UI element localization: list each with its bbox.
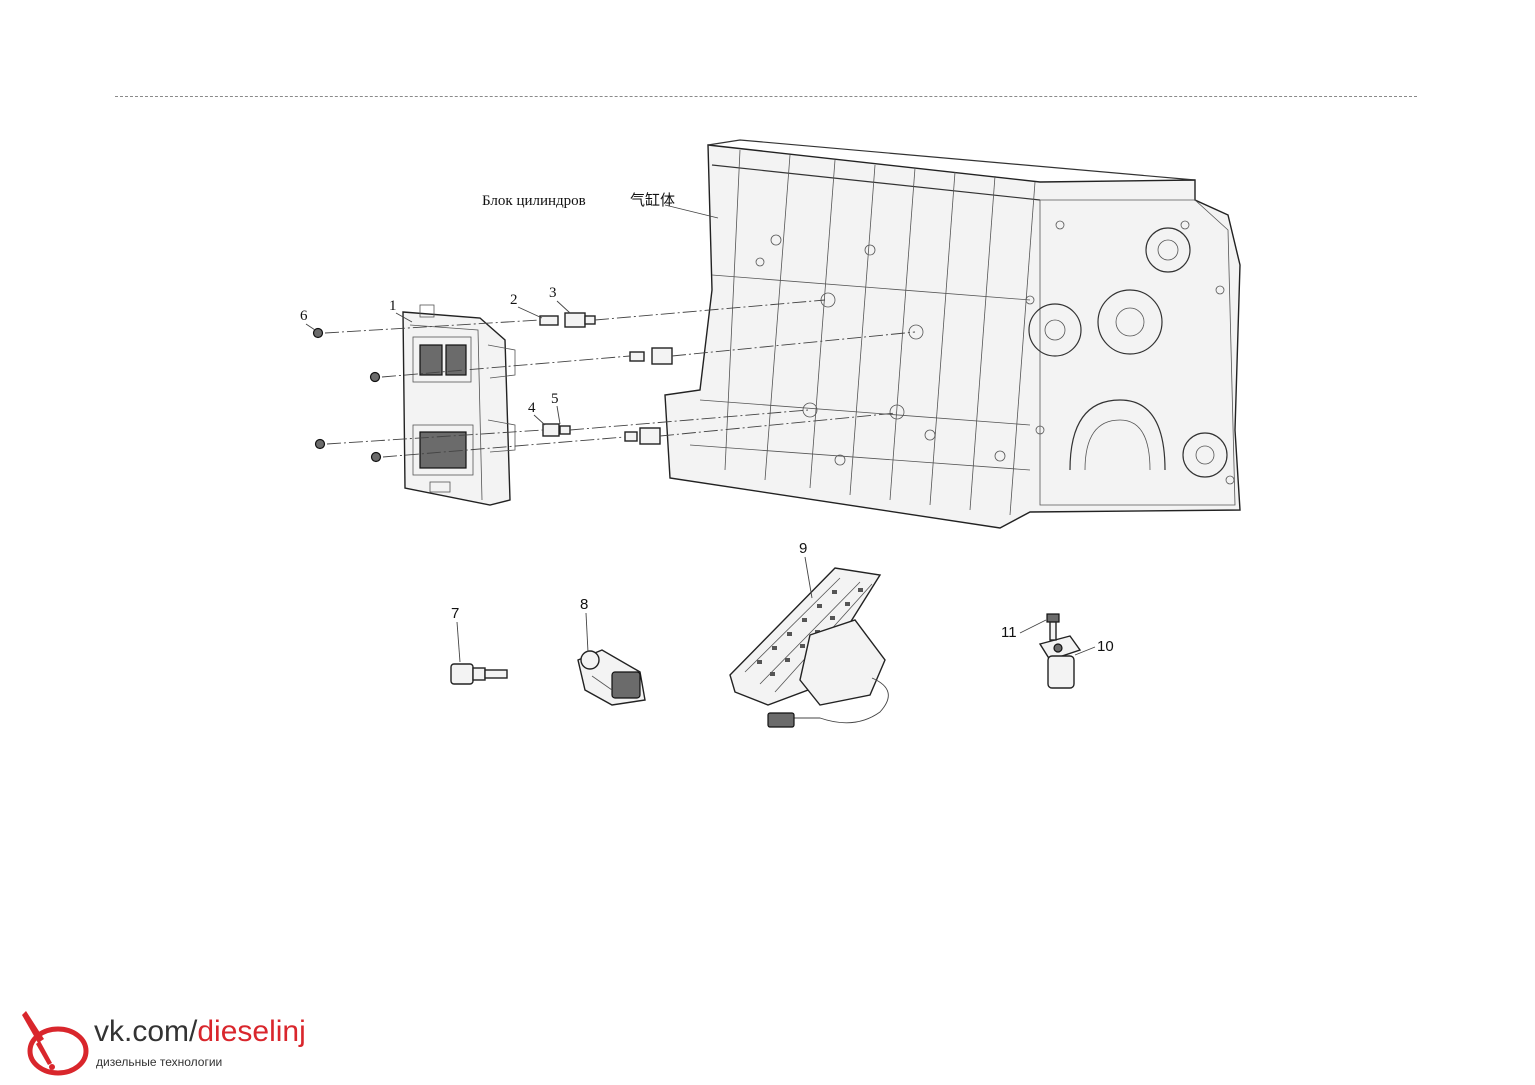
stud-and-spacer-lower: [542, 423, 661, 445]
watermark: vk.com/dieselinj дизельные технологии: [14, 1003, 306, 1083]
callout-1: 1: [389, 298, 397, 314]
nut-6-upper-left: [312, 327, 324, 339]
leader-11: [1019, 619, 1047, 634]
block-label-leader: [664, 204, 719, 219]
pedal-tread-pattern: [757, 588, 863, 676]
injector-logo-icon: [22, 1011, 89, 1076]
watermark-url-prefix: vk.com/: [94, 1015, 198, 1048]
leader-9: [804, 556, 813, 599]
cylinder-block-label: Блок цилиндров: [482, 193, 586, 209]
nut-upper-right: [369, 371, 381, 383]
accelerator-pedal-9: [729, 567, 889, 728]
leader-1: [395, 312, 413, 323]
cylinder-block: [664, 139, 1241, 529]
assembly-axis-lines: [324, 299, 916, 458]
callout-5: 5: [551, 391, 559, 407]
leader-5: [556, 405, 561, 425]
callout-7: 7: [451, 605, 459, 622]
bolt-11: [1046, 613, 1060, 641]
leader-3: [556, 300, 571, 314]
stud-and-spacer-upper: [539, 312, 596, 328]
callout-11: 11: [1001, 624, 1017, 641]
leader-7: [456, 621, 461, 663]
callout-3: 3: [549, 285, 557, 301]
watermark-subtitle: дизельные технологии: [96, 1055, 223, 1069]
leader-10: [1074, 646, 1096, 656]
pressure-sensor-8: [577, 649, 646, 706]
cylinder-block-label-cn: 气缸体: [630, 191, 675, 209]
nut-lower-left: [314, 438, 326, 450]
callout-4: 4: [528, 400, 536, 416]
watermark-url[interactable]: vk.com/dieselinj: [94, 1015, 306, 1049]
ecu-module: [402, 304, 516, 506]
stud-and-spacer-middle: [629, 347, 673, 365]
leader-2: [517, 306, 543, 319]
nut-lower-right: [370, 451, 382, 463]
callout-10: 10: [1097, 638, 1114, 655]
leader-8: [585, 612, 589, 653]
leader-4: [533, 414, 546, 426]
speed-sensor-10: [1038, 635, 1082, 689]
leader-6: [305, 323, 316, 331]
watermark-url-accent: dieselinj: [197, 1015, 306, 1048]
callout-9: 9: [799, 540, 807, 557]
header-dashed-rule: [115, 96, 1417, 97]
temperature-sensor-7: [450, 663, 508, 685]
callout-2: 2: [510, 292, 518, 308]
callout-8: 8: [580, 596, 588, 613]
callout-6: 6: [300, 308, 308, 324]
